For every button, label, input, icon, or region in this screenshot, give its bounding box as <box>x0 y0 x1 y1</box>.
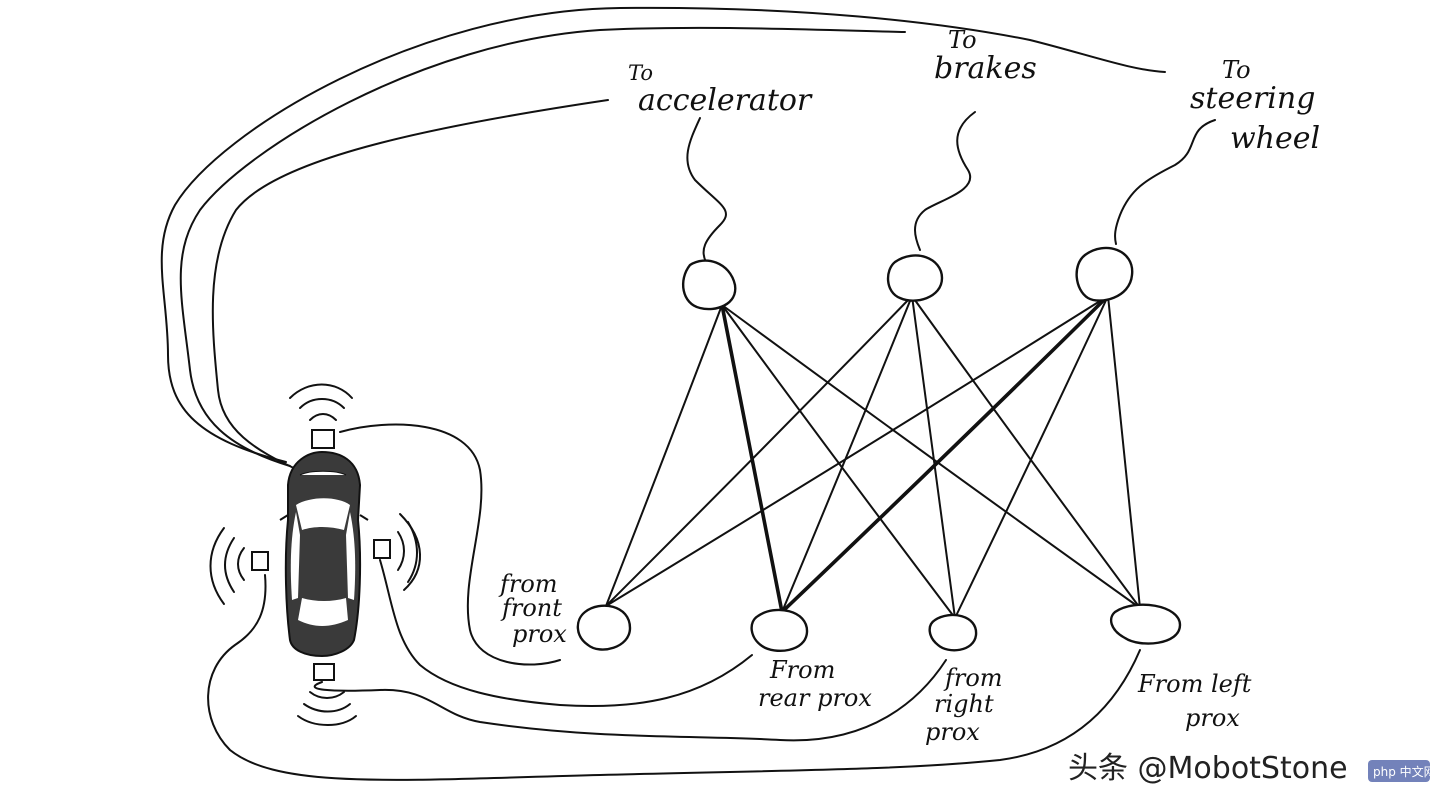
wire-rear-sensor <box>313 659 947 742</box>
connection-left-to-brakes <box>911 295 1141 609</box>
wire-to-steering <box>160 6 1166 463</box>
wire-left-sensor <box>207 574 1141 781</box>
connection-rear-to-accelerator <box>720 303 784 614</box>
wire-to-accelerator <box>211 99 609 471</box>
car-windshield <box>296 498 350 530</box>
output-node-brakes <box>886 254 944 302</box>
connection-right-to-brakes <box>911 295 956 619</box>
connection-right-to-steering <box>954 295 1109 619</box>
input-nodes <box>576 603 1182 653</box>
connection-front-to-accelerator <box>605 304 723 607</box>
car-icon <box>279 450 369 658</box>
output-wires <box>160 6 1166 471</box>
watermark-text: 头条 @MobotStone <box>1068 751 1348 786</box>
output-nodes <box>681 246 1134 311</box>
output-stubs <box>686 111 1216 263</box>
label-right-line3: prox <box>925 718 980 746</box>
label-brakes-line1: To <box>948 26 977 54</box>
label-steering-line3: wheel <box>1230 121 1320 156</box>
connection-front-to-brakes <box>605 295 913 607</box>
wire-right-sensor <box>379 559 753 708</box>
output-node-accelerator <box>681 259 737 311</box>
input-node-right <box>928 613 978 652</box>
proximity-sensor-icon <box>251 551 269 571</box>
connection-rear-to-steering <box>780 294 1110 614</box>
label-rear-line2: rear prox <box>758 684 872 712</box>
label-brakes-line2: brakes <box>934 51 1037 86</box>
output-labels: To accelerator To brakes To steering whe… <box>628 26 1320 156</box>
car-rear-window <box>298 598 348 626</box>
label-steering-line2: steering <box>1190 81 1315 116</box>
wire-front-sensor <box>339 423 561 666</box>
label-left-line1: From left <box>1137 670 1252 698</box>
proximity-sensor-icon <box>373 539 391 559</box>
input-node-left <box>1109 603 1182 645</box>
watermark: 头条 @MobotStone php 中文网 <box>1068 751 1436 786</box>
label-accelerator-line1: To <box>628 61 653 85</box>
connection-left-to-steering <box>1107 295 1141 609</box>
input-node-front <box>576 604 632 651</box>
wire-to-brakes <box>179 26 906 467</box>
proximity-sensors <box>209 383 421 726</box>
label-rear-line1: From <box>769 656 835 684</box>
label-front-line2: front <box>500 594 562 622</box>
proximity-sensor-icon <box>313 663 335 681</box>
label-left-line2: prox <box>1185 704 1240 732</box>
input-labels: from front prox From rear prox from righ… <box>498 570 1252 746</box>
label-front-line1: from <box>498 570 558 598</box>
connection-rear-to-brakes <box>781 295 913 613</box>
label-right-line1: from <box>943 664 1003 692</box>
connection-left-to-accelerator <box>721 304 1141 609</box>
output-node-steering <box>1075 246 1134 302</box>
label-front-line3: prox <box>512 620 567 648</box>
input-node-rear <box>750 608 809 653</box>
network-connections <box>605 294 1141 619</box>
car-side-window-left <box>290 512 300 600</box>
sensor-wires <box>207 423 1141 781</box>
watermark-badge-bg <box>1368 760 1430 782</box>
label-accelerator-line2: accelerator <box>638 83 813 118</box>
label-right-line2: right <box>934 690 994 718</box>
label-steering-line1: To <box>1222 56 1251 84</box>
proximity-sensor-icon <box>311 429 335 449</box>
connection-front-to-steering <box>605 295 1109 607</box>
connection-right-to-accelerator <box>721 304 956 619</box>
car-side-window-right <box>346 512 356 600</box>
watermark-badge: php 中文网 <box>1373 764 1436 779</box>
